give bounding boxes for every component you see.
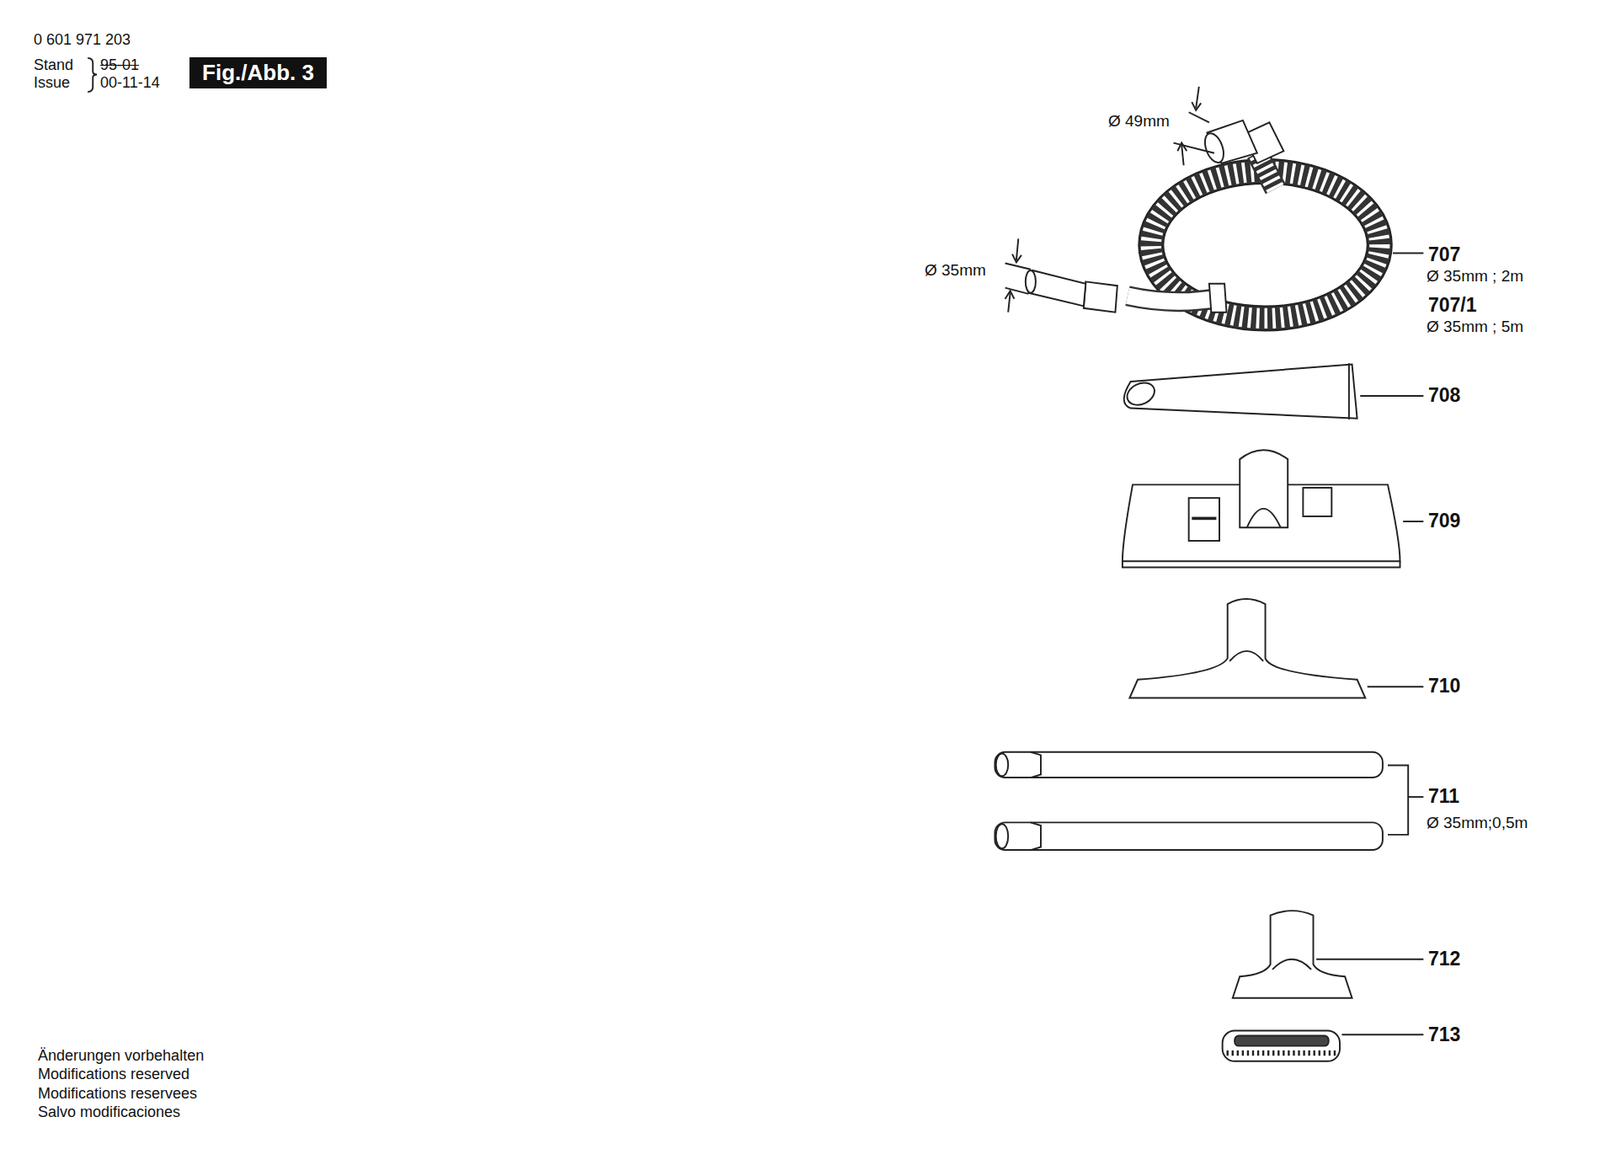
callout-number: 713 <box>1428 1023 1461 1047</box>
stand-label: Stand <box>33 56 74 75</box>
callout-number: 711 <box>1428 784 1460 809</box>
callout-number: 707 <box>1428 243 1461 267</box>
callout-number: 710 <box>1428 674 1461 699</box>
footer-note: Modifications reserved <box>37 1065 190 1084</box>
footer-note: Änderungen vorbehalten <box>37 1046 204 1066</box>
spec-text: Ø 35mm;0,5m <box>1426 813 1528 833</box>
spec-text: Ø 35mm ; 2m <box>1426 266 1524 287</box>
figure-tag: Fig./Abb. 3 <box>189 57 327 89</box>
callout-number: 707/1 <box>1428 293 1478 318</box>
old-date: 95-01 <box>100 56 139 75</box>
spec-text: Ø 35mm ; 5m <box>1426 317 1524 337</box>
dimension: Ø 49mm <box>1108 112 1170 132</box>
issue-date: 00-11-14 <box>100 74 160 93</box>
callout-number: 709 <box>1428 509 1461 534</box>
dimension: Ø 35mm <box>924 261 987 281</box>
part-number: 0 601 971 203 <box>33 31 131 50</box>
callout-number: 712 <box>1428 947 1461 971</box>
footer-note: Salvo modificaciones <box>37 1103 181 1122</box>
callout-number: 708 <box>1428 384 1461 408</box>
issue-label: Issue <box>33 74 70 93</box>
figure-label: Fig./Abb. 3 <box>202 59 315 86</box>
footer-note: Modifications reservees <box>37 1084 198 1104</box>
